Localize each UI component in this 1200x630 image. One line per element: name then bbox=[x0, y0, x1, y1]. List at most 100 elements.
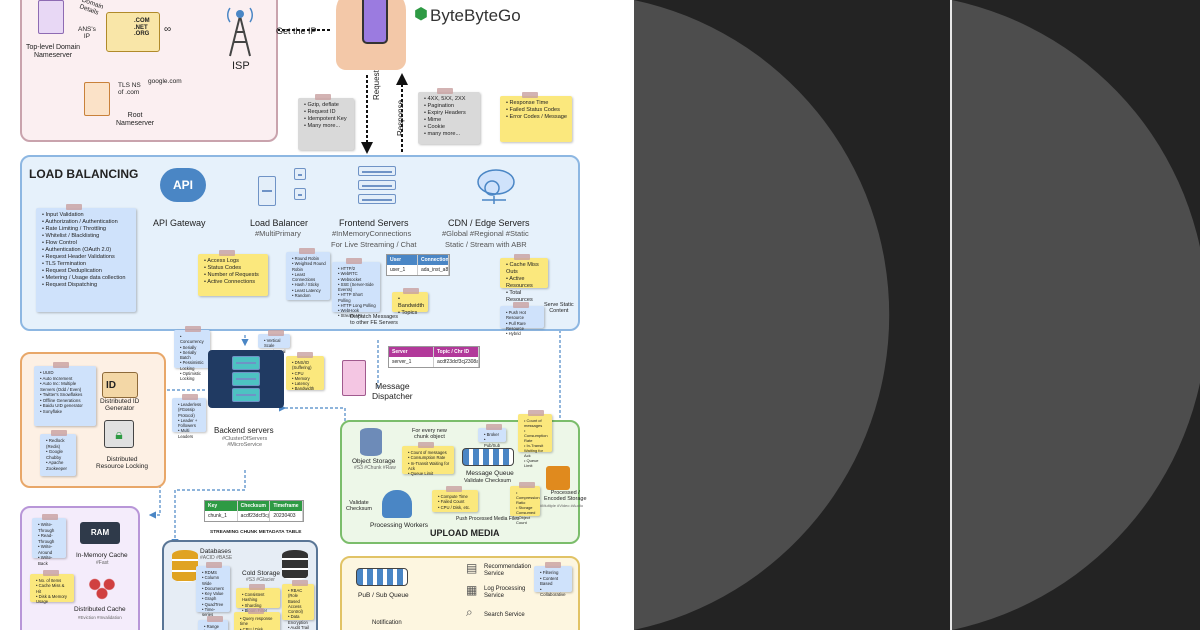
message-queue-label: Message Queue bbox=[466, 470, 514, 477]
note-item: Content Based bbox=[540, 576, 568, 587]
databases-label: Databases bbox=[200, 548, 232, 555]
validate-label: Validate Checksum bbox=[464, 478, 511, 484]
databases-tag: #ACID #BASE bbox=[200, 555, 233, 561]
backend-tags: #ClusterOfServers #MicroService bbox=[222, 436, 268, 449]
mq-metrics-note: Count of messagesConsumption RateIn-Tran… bbox=[402, 442, 454, 476]
response-metrics-note: Response TimeFailed Status CodesError Co… bbox=[500, 92, 572, 142]
isp-tower-icon bbox=[227, 7, 253, 57]
note-item: SSE (Server-Side Events) bbox=[338, 282, 376, 293]
note-item: Compression Ratio bbox=[516, 490, 540, 505]
note-item: Input Validation bbox=[42, 212, 132, 219]
id-generator-label: Distributed ID Generator bbox=[100, 398, 140, 413]
object-storage-icon bbox=[360, 428, 382, 456]
distributed-cache-icon bbox=[84, 574, 120, 600]
note-item: Error Codes / Message bbox=[506, 114, 568, 121]
cache-metrics-note: No. of ItemsCache Miss & HitDisk & Memor… bbox=[30, 570, 74, 604]
note-item: Metering / Usage data collection bbox=[42, 275, 132, 282]
gateway-features-note: Input ValidationAuthorization / Authenti… bbox=[36, 204, 136, 312]
response-headers-note: 4XX, 5XX, 2XXPaginationExpiry HeadersMim… bbox=[418, 88, 480, 144]
note-item: Column Wide bbox=[202, 575, 226, 586]
filtering-note: FilteringContent BasedCollaborative bbox=[534, 562, 572, 597]
note-item: Concurrency bbox=[180, 334, 206, 345]
new-chunk-label: For every new chunk object bbox=[412, 428, 447, 441]
query-metrics-note: Query response timeCPU / Disk UsageRepli… bbox=[234, 608, 280, 630]
note-item: Least Connections bbox=[292, 272, 326, 283]
encoded-storage-icon bbox=[546, 466, 570, 490]
note-item: Consumption Rate bbox=[408, 455, 450, 460]
note-item: Write-Around bbox=[38, 544, 62, 555]
note-item: 4XX, 5XX, 2XX bbox=[424, 96, 476, 103]
cdn-label: CDN / Edge Servers bbox=[448, 218, 530, 228]
table-header-cell: Timeframe bbox=[270, 501, 304, 511]
concurrency-note: ConcurrencySeriallySerially BatchPessimi… bbox=[174, 326, 210, 381]
frontend-sub: For Live Streaming / Chat bbox=[331, 240, 417, 249]
note-item: CPU / Disk Usage bbox=[240, 627, 276, 630]
note-item: Read-Through bbox=[38, 533, 62, 544]
backend-server-unit bbox=[232, 356, 260, 370]
note-item: Pessimistic Locking bbox=[180, 360, 206, 371]
note-item: Bandwidth bbox=[292, 386, 320, 391]
broker-note: BrokerPub/Sub bbox=[478, 424, 506, 448]
frontend-servers-label: Frontend Servers bbox=[339, 218, 409, 228]
note-item: Memory bbox=[292, 376, 320, 381]
note-item: Expiry Headers bbox=[424, 110, 476, 117]
tld-server-icon bbox=[38, 0, 64, 34]
message-dispatcher-icon bbox=[342, 360, 366, 396]
note-item: Topics bbox=[398, 310, 424, 317]
frontend-server-icon-3 bbox=[358, 194, 396, 204]
note-item: Auto Increment bbox=[40, 376, 92, 382]
object-storage-tag: #S3 #Chunk #Raw bbox=[354, 465, 396, 471]
google-label: google.com bbox=[148, 78, 182, 85]
table-cell: chunk_1 bbox=[205, 511, 238, 521]
rbac-note: RBAC (Role Based Access Control)Data Enc… bbox=[282, 580, 314, 630]
note-item: Vertical Scale bbox=[264, 338, 286, 349]
note-item: In-Transit Waiting for Ack bbox=[408, 461, 450, 472]
database-icon bbox=[172, 550, 198, 582]
recommendation-label: Recommendation Service bbox=[484, 564, 532, 577]
note-item: Request ID bbox=[304, 109, 350, 116]
lb-tag: #MultiPrimary bbox=[255, 229, 301, 238]
table-header-cell: User bbox=[387, 255, 418, 265]
note-item: In-Transit Waiting for Ack bbox=[524, 443, 548, 458]
lb-server-icon bbox=[258, 176, 276, 206]
request-label: Request bbox=[372, 70, 381, 100]
locking-label: Distributed Resource Locking bbox=[96, 456, 149, 471]
tld-nameserver-label: Top-level Domain Nameserver bbox=[26, 44, 81, 60]
note-item: Pagination bbox=[424, 103, 476, 110]
note-item: WebRTC bbox=[338, 271, 376, 276]
cold-storage-icon bbox=[282, 550, 308, 580]
table-header-cell: Connection bbox=[418, 255, 449, 265]
note-item: Filtering bbox=[540, 570, 568, 576]
note-item: Cookie bbox=[424, 124, 476, 131]
note-item: Bandwidth bbox=[398, 296, 424, 310]
fe-protocols-note: HTTP/2WebRTCWebsocketSSE (Server-Side Ev… bbox=[332, 258, 380, 318]
note-item: Queue Limit bbox=[524, 458, 548, 468]
system-design-infographic: Top-level Domain Nameserver Domain Detai… bbox=[0, 0, 634, 630]
cold-storage-label: Cold Storage bbox=[242, 570, 280, 577]
in-memory-cache-label: In-Memory Cache bbox=[76, 552, 128, 559]
get-ip-label: Get the IP bbox=[276, 26, 317, 36]
table-cell: server_1 bbox=[389, 357, 434, 367]
notification-label: Notification bbox=[372, 620, 402, 626]
note-item: Graph bbox=[202, 596, 226, 601]
api-gateway-label: API Gateway bbox=[153, 218, 206, 228]
note-item: Round Robin bbox=[292, 256, 326, 261]
backend-server-unit-3 bbox=[232, 388, 260, 402]
note-item: Redlock (Redis) bbox=[46, 438, 72, 449]
tls-label: TLS NS of .com bbox=[118, 82, 141, 97]
note-item: Serially Batch bbox=[180, 350, 206, 361]
note-item: CPU bbox=[292, 371, 320, 376]
message-dispatcher-label: Message Dispatcher bbox=[372, 381, 413, 401]
note-item: Data Encryption bbox=[288, 614, 310, 625]
note-item: Baidu UID generator bbox=[40, 403, 92, 409]
encoded-storage-label: Processed / Encoded Storage bbox=[544, 490, 587, 503]
request-headers-note: Gzip, deflateRequest IDIdempotent KeyMan… bbox=[298, 94, 354, 150]
note-item: Random bbox=[292, 293, 326, 298]
note-item: Query response time bbox=[240, 616, 276, 627]
lb-logs-note: Access LogsStatus CodesNumber of Request… bbox=[198, 250, 268, 296]
ans-ip-label: ANS's IP bbox=[78, 26, 96, 41]
note-item: Weighted Round Robin bbox=[292, 261, 326, 272]
note-item: Status Codes bbox=[204, 265, 264, 272]
